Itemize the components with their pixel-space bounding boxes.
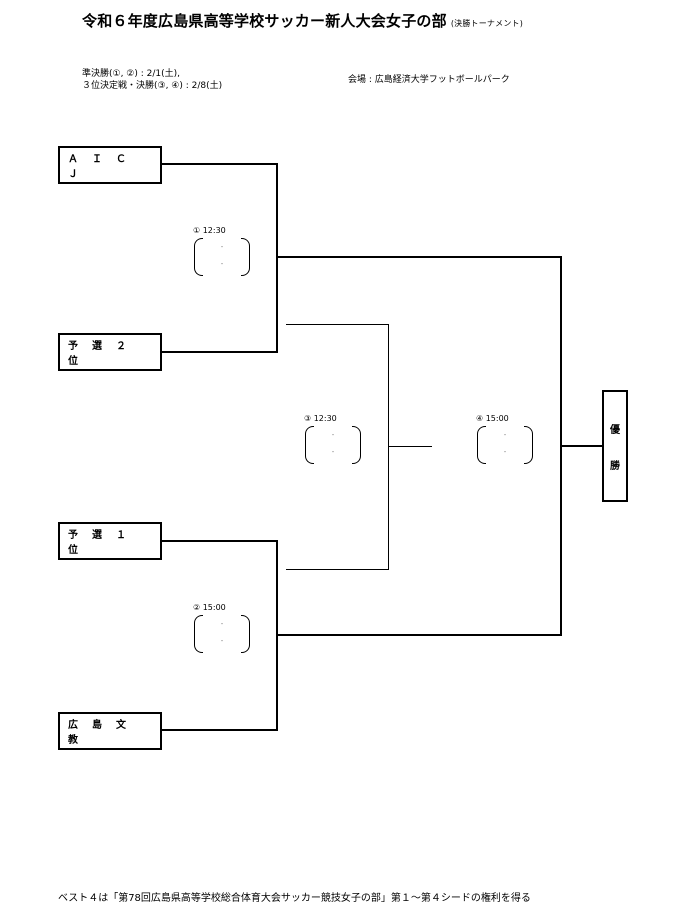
bracket-line <box>276 163 278 353</box>
team-box-1: ＡＩＣＪ <box>58 146 162 184</box>
third-place-line <box>286 324 389 325</box>
bracket-line <box>276 256 561 258</box>
third-place-line <box>388 446 432 447</box>
title-subtitle: (決勝トーナメント) <box>450 19 524 28</box>
winner-char-1: 優 <box>610 424 620 436</box>
schedule-line-1: 準決勝(①, ②) : 2/1(土), <box>82 69 181 79</box>
bracket-line <box>162 729 277 731</box>
bracket-line <box>162 351 277 353</box>
footer-note: ベスト４は「第78回広島県高等学校総合体育大会サッカー競技女子の部」第１～第４シ… <box>58 893 531 904</box>
winner-box: 優 勝 <box>602 390 628 502</box>
winner-char-2: 勝 <box>610 460 620 472</box>
match-3-label: ③ 12:30 <box>304 414 337 423</box>
schedule: 準決勝(①, ②) : 2/1(土), ３位決定戦・決勝(③, ④) : 2/8… <box>82 68 222 92</box>
match-1-label: ① 12:30 <box>193 226 226 235</box>
match-1-score: - - <box>194 238 250 276</box>
bracket-line <box>276 634 561 636</box>
schedule-line-2: ３位決定戦・決勝(③, ④) : 2/8(土) <box>82 81 223 91</box>
title-text: 令和６年度広島県高等学校サッカー新人大会女子の部 <box>82 12 447 30</box>
bracket-line <box>560 445 602 447</box>
match-4-score: - - <box>477 426 533 464</box>
third-place-line <box>286 569 389 570</box>
page-title: 令和６年度広島県高等学校サッカー新人大会女子の部(決勝トーナメント) <box>82 10 523 31</box>
team-box-3: 予選１位 <box>58 522 162 560</box>
match-2-label: ② 15:00 <box>193 603 226 612</box>
third-place-line <box>388 324 389 570</box>
venue: 会場 : 広島経済大学フットボールパーク <box>348 75 510 85</box>
team-box-4: 広島文教 <box>58 712 162 750</box>
match-4-label: ④ 15:00 <box>476 414 509 423</box>
bracket-line <box>162 540 277 542</box>
match-2-score: - - <box>194 615 250 653</box>
bracket-line <box>162 163 277 165</box>
match-3-score: - - <box>305 426 361 464</box>
team-box-2: 予選２位 <box>58 333 162 371</box>
